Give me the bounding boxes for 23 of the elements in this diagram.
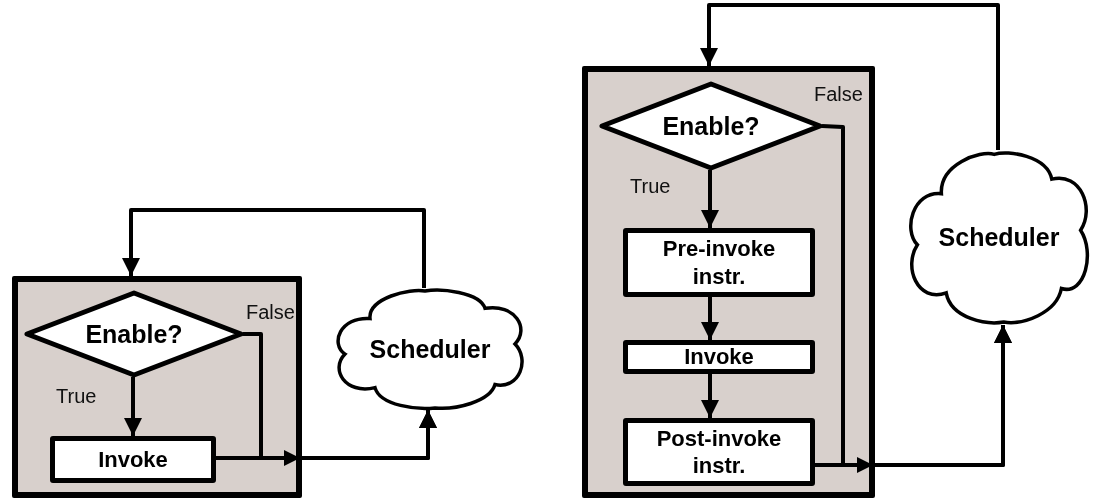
arrow (216, 410, 437, 466)
edge-label: False (246, 302, 295, 322)
arrow (815, 325, 1012, 473)
decision-diamond (25, 291, 243, 377)
edge-label: True (56, 386, 97, 406)
arrow (124, 377, 142, 436)
decision-label: Enable? (662, 113, 760, 139)
cloud-label: Scheduler (938, 225, 1060, 250)
group-container (12, 276, 302, 498)
process-box: Invoke (623, 340, 815, 374)
edge-label: True (630, 176, 671, 196)
edge-label: False (814, 84, 863, 104)
process-box: Pre-invoke instr. (623, 228, 815, 297)
arrow (701, 297, 719, 340)
arrow (701, 374, 719, 418)
arrow (701, 170, 719, 228)
arrow (122, 208, 426, 288)
decision-label: Enable? (85, 321, 183, 347)
group-container (582, 66, 875, 498)
process-box: Invoke (50, 436, 216, 483)
cloud-label: Scheduler (369, 336, 491, 362)
arrow (700, 3, 1000, 150)
process-box: Post-invoke instr. (623, 418, 815, 486)
